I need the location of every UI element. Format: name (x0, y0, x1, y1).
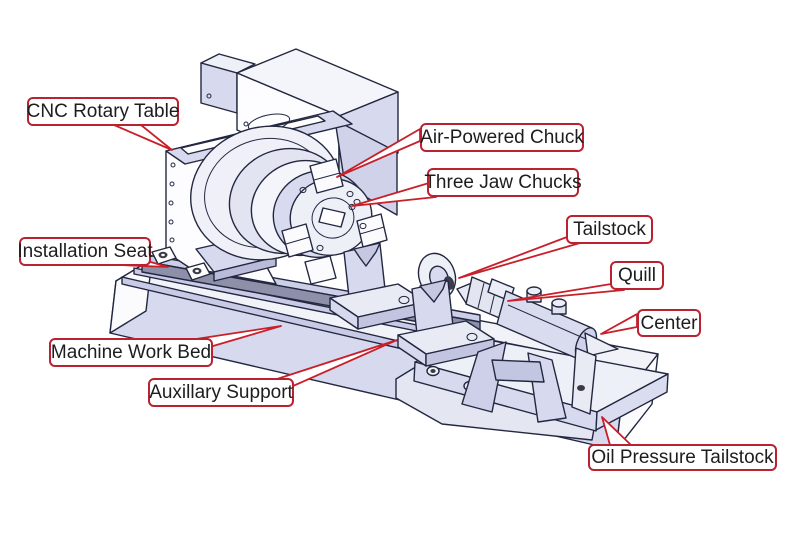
leader-arrow-center (600, 313, 638, 335)
callout-installation-seat: Installation Seat (17, 237, 153, 266)
auxiliary-support-2 (397, 252, 495, 367)
callout-machine-work-bed: Machine Work Bed (49, 338, 213, 367)
callout-tailstock: Tailstock (566, 215, 653, 244)
leader-arrow-cnc-rotary-table (113, 124, 173, 151)
callout-three-jaw-chucks: Three Jaw Chucks (424, 168, 582, 197)
callout-air-powered-chuck: Air-Powered Chuck (420, 123, 584, 152)
oil-pressure-tailstock-body (456, 276, 619, 423)
leader-arrow-tailstock (458, 236, 581, 279)
callout-center: Center (637, 309, 701, 337)
center-cone (584, 332, 619, 357)
installation-seat-clamps (151, 246, 211, 281)
chuck-jaws (281, 158, 388, 285)
leader-arrows (113, 124, 638, 446)
chuck-assembly (190, 125, 388, 285)
callout-auxillary-support: Auxillary Support (148, 378, 294, 407)
chuck-center-hole (318, 207, 346, 228)
callout-quill: Quill (610, 261, 664, 290)
callout-cnc-rotary-table: CNC Rotary Table (27, 97, 179, 126)
callout-oil-pressure-tailstock: Oil Pressure Tailstock (588, 444, 777, 471)
auxiliary-support-1 (329, 242, 427, 330)
leader-arrow-quill (507, 283, 625, 302)
